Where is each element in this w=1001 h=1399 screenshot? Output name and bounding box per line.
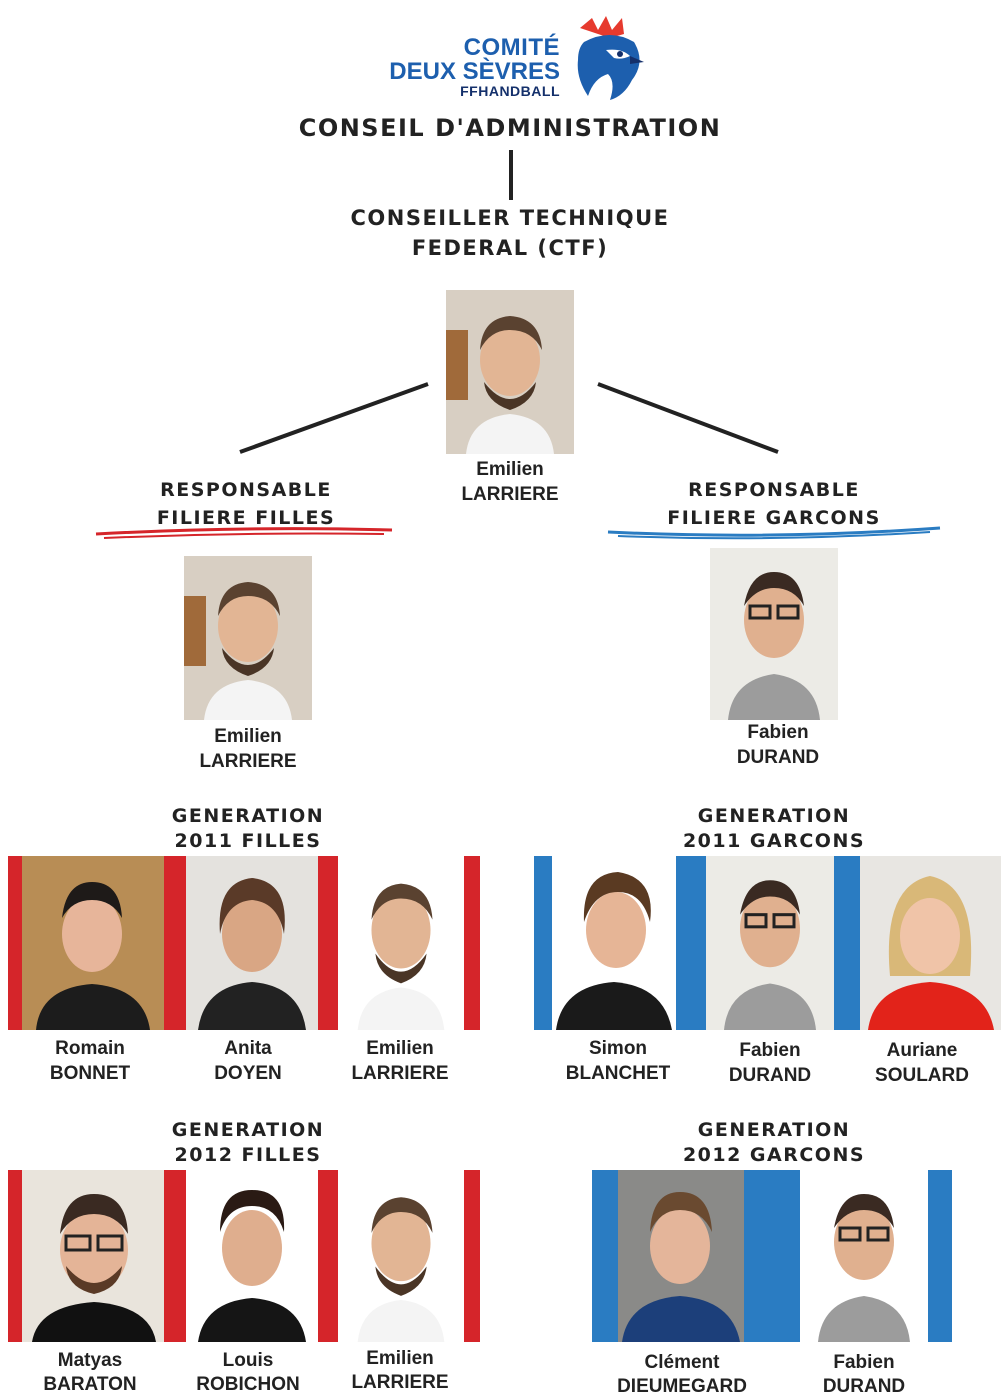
f2011-photo-2	[186, 856, 318, 1030]
g2011-member-1-last: BLANCHET	[565, 1063, 671, 1084]
f2012-photo-3	[338, 1170, 464, 1342]
filles-lead-first-name: Emilien	[214, 726, 282, 747]
f2011-title-line-1: GENERATION	[171, 805, 325, 827]
f2011-photo-band	[8, 856, 480, 1030]
g2012-title-line-2: 2012 GARCONS	[682, 1144, 866, 1166]
logo-line-3: FFHANDBALL	[460, 83, 560, 99]
f2012-title-line-1: GENERATION	[171, 1119, 325, 1141]
f2011-member-3-first: Emilien	[366, 1038, 434, 1059]
g2011-member-3-first: Auriane	[886, 1040, 958, 1061]
f2012-photo-band	[8, 1170, 480, 1342]
g2011-title-line-1: GENERATION	[697, 805, 851, 827]
ctf-left-connector	[238, 382, 448, 454]
g2011-photo-2	[706, 856, 834, 1030]
g2012-member-2-last: DURAND	[822, 1376, 906, 1397]
board-connector-line	[509, 150, 513, 200]
ctf-first-name: Emilien	[476, 459, 544, 480]
f2012-member-2-last: ROBICHON	[196, 1374, 300, 1395]
ctf-title-line-2: FEDERAL (CTF)	[411, 236, 609, 260]
f2012-member-3-last: LARRIERE	[351, 1372, 449, 1393]
f2011-member-3-last: LARRIERE	[351, 1063, 449, 1084]
g2012-title-line-1: GENERATION	[697, 1119, 851, 1141]
g2011-member-2-first: Fabien	[739, 1040, 801, 1061]
g2011-title-line-2: 2011 GARCONS	[682, 830, 866, 852]
rooster-icon	[570, 8, 650, 104]
f2011-member-2-first: Anita	[224, 1038, 272, 1059]
f2011-photo-3	[338, 856, 464, 1030]
f2012-photo-1	[22, 1170, 164, 1342]
g2011-photo-1	[552, 856, 676, 1030]
f2011-photo-1	[22, 856, 164, 1030]
f2012-member-1-first: Matyas	[57, 1350, 123, 1371]
f2012-member-1-last: BARATON	[43, 1374, 137, 1395]
board-title: CONSEIL D'ADMINISTRATION	[298, 114, 722, 142]
f2012-photo-2	[186, 1170, 318, 1342]
filles-lead-last-name: LARRIERE	[199, 751, 297, 772]
filles-lead-photo	[184, 556, 312, 720]
ctf-title-line-1: CONSEILLER TECHNIQUE	[350, 206, 670, 230]
g2012-photo-1	[618, 1170, 744, 1342]
filles-underline-swoosh	[94, 526, 394, 542]
g2012-photo-band	[592, 1170, 952, 1342]
garcons-lead-first-name: Fabien	[747, 722, 809, 743]
filles-title-line-2: FILIERE FILLES	[156, 507, 336, 529]
g2012-member-2-first: Fabien	[833, 1352, 895, 1373]
g2011-photo-band	[534, 856, 1001, 1030]
ctf-right-connector	[596, 382, 786, 454]
g2011-member-3-last: SOULARD	[875, 1065, 969, 1086]
g2012-member-1-first: Clément	[644, 1352, 720, 1373]
f2012-title-line-2: 2012 FILLES	[174, 1144, 322, 1166]
g2011-photo-3	[860, 856, 1001, 1030]
f2012-member-2-first: Louis	[222, 1350, 274, 1371]
g2011-member-1-first: Simon	[588, 1038, 648, 1059]
ctf-last-name: LARRIERE	[461, 484, 559, 505]
f2011-member-2-last: DOYEN	[214, 1063, 282, 1084]
logo-line-2: DEUX SÈVRES	[389, 58, 560, 85]
f2011-title-line-2: 2011 FILLES	[174, 830, 322, 852]
garcons-title-line-2: FILIERE GARCONS	[667, 507, 881, 529]
garcons-lead-photo	[710, 548, 838, 720]
g2012-member-1-last: DIEUMEGARD	[617, 1376, 747, 1397]
garcons-underline-swoosh	[606, 526, 942, 542]
filles-title-line-1: RESPONSABLE	[160, 479, 332, 501]
f2011-member-1-first: Romain	[55, 1038, 125, 1059]
g2012-photo-2	[800, 1170, 928, 1342]
garcons-lead-last-name: DURAND	[736, 747, 820, 768]
garcons-title-line-1: RESPONSABLE	[688, 479, 860, 501]
g2011-member-2-last: DURAND	[728, 1065, 812, 1086]
logo-line-1: COMITÉ	[463, 34, 560, 61]
f2012-member-3-first: Emilien	[366, 1348, 434, 1369]
ctf-photo	[446, 290, 574, 454]
logo-wordmark: COMITÉ DEUX SÈVRES FFHANDBALL	[360, 34, 560, 99]
f2011-member-1-last: BONNET	[49, 1063, 131, 1084]
